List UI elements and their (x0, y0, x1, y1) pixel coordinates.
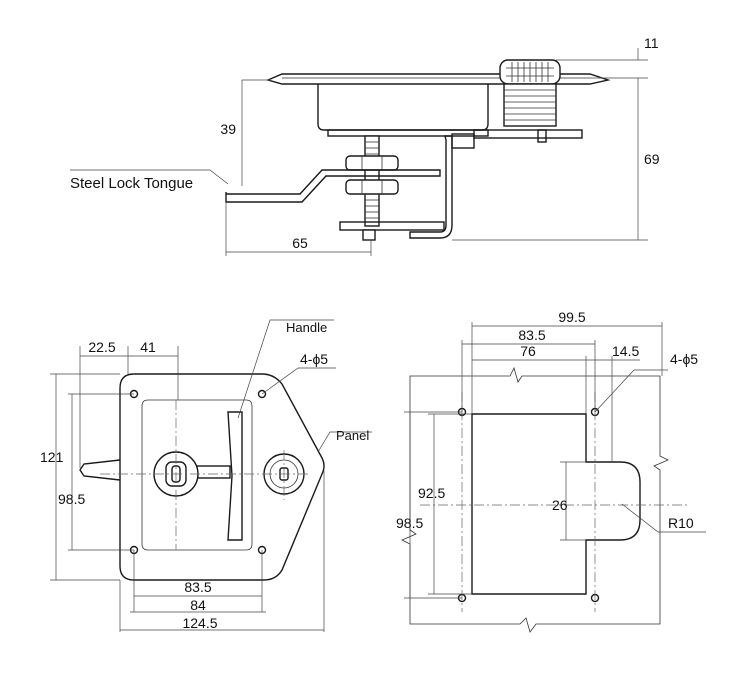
dim-98-5: 98.5 (58, 491, 85, 507)
dim-76: 76 (520, 343, 536, 359)
flange-plate (265, 73, 611, 85)
inner-plate (327, 129, 489, 137)
nut-lower (345, 179, 399, 195)
holes-label: 4-ϕ5 (300, 351, 328, 367)
dim-121: 121 (40, 449, 64, 465)
bracket (409, 135, 453, 239)
dim-69: 69 (644, 151, 660, 167)
front-recess (141, 399, 253, 551)
steel-tongue (225, 169, 441, 203)
nut-upper (345, 155, 399, 171)
lock-base (473, 129, 583, 139)
bracket-tab (451, 133, 475, 149)
panel-label: Panel (336, 428, 369, 443)
dim-124-5: 124.5 (182, 615, 217, 631)
cutout-view: 99.5 83.5 76 14.5 4-ϕ5 92.5 98.5 26 R10 (396, 309, 706, 633)
front-view: 22.5 41 Handle 4-ϕ5 Panel 121 98.5 83.5 … (40, 319, 372, 632)
dim-92-5: 92.5 (418, 485, 445, 501)
tongue-label: Steel Lock Tongue (70, 175, 193, 192)
dim-41: 41 (140, 339, 156, 355)
dim-39: 39 (220, 121, 236, 137)
side-view: Steel Lock Tongue 39 69 11 65 (70, 35, 660, 256)
dim-98-5-cutout: 98.5 (396, 515, 423, 531)
dim-83-5: 83.5 (184, 579, 211, 595)
handle-label: Handle (286, 320, 327, 335)
panel-outline (401, 366, 669, 633)
lock-barrel (503, 83, 557, 127)
bottom-plate (339, 221, 445, 231)
dim-83-5-cutout: 83.5 (518, 327, 545, 343)
dim-99-5: 99.5 (558, 309, 585, 325)
dim-14-5: 14.5 (612, 343, 639, 359)
dim-r10: R10 (668, 515, 694, 531)
t-handle-stem (195, 465, 231, 479)
cutout-holes-label: 4-ϕ5 (670, 351, 698, 367)
cutout-shape (471, 413, 641, 595)
lock-knurl (511, 62, 549, 82)
dim-22-5: 22.5 (88, 339, 115, 355)
hole-tr (257, 389, 267, 399)
front-plate (119, 373, 325, 581)
recessed-body (317, 84, 489, 131)
dim-84: 84 (190, 597, 206, 613)
front-tongue (79, 459, 121, 481)
dim-26: 26 (552, 497, 568, 513)
lock-thread (504, 89, 556, 121)
dim-11: 11 (644, 35, 659, 51)
dim-65: 65 (292, 235, 308, 251)
